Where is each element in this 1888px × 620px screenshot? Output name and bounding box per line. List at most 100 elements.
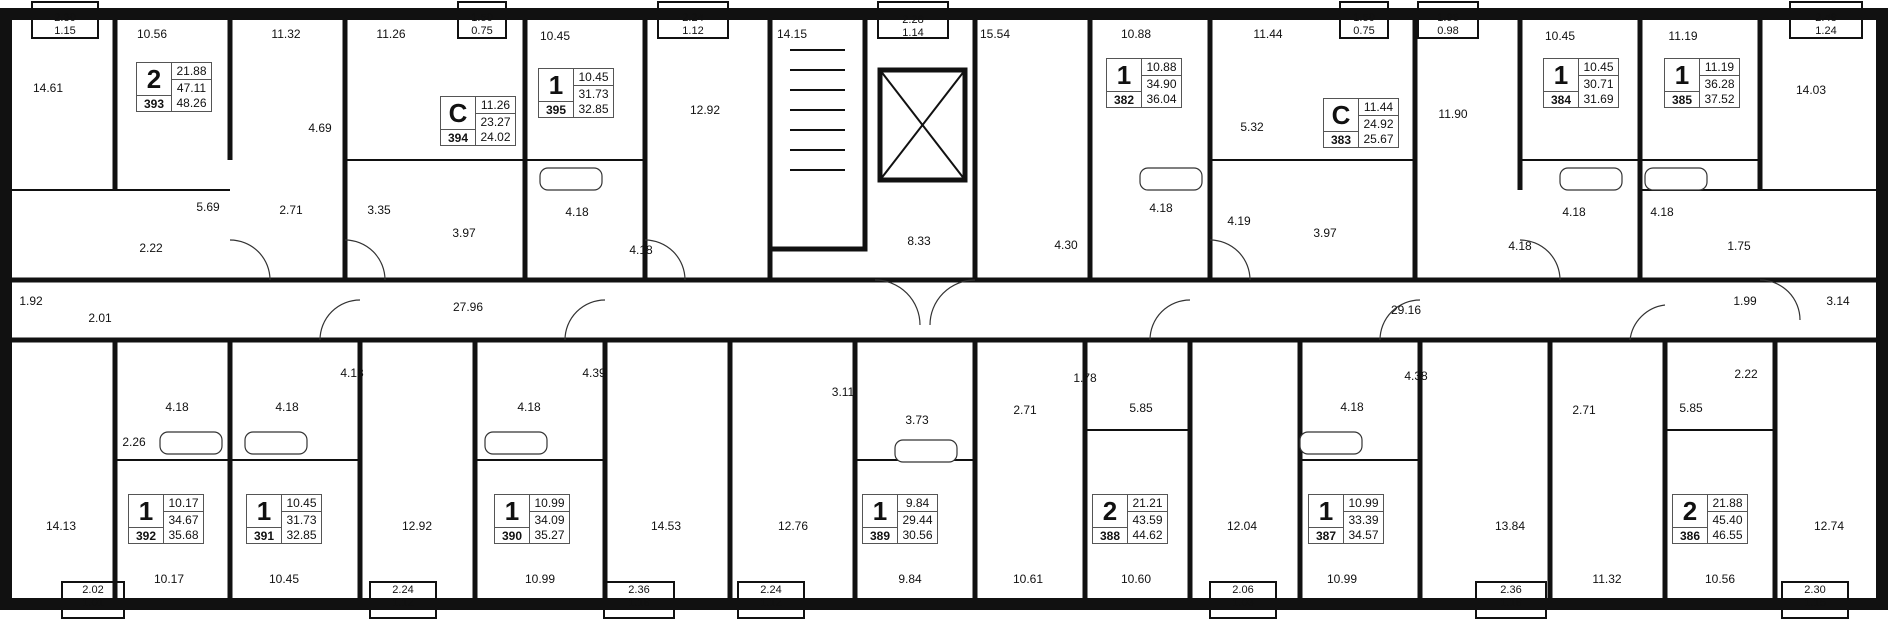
living-area: 11.44	[1358, 99, 1398, 115]
apartment-tag-386: 2 21.88 45.40 386 46.55	[1672, 494, 1748, 544]
room-area: 1.92	[19, 294, 43, 308]
room-area: 2.71	[1013, 403, 1037, 417]
apartment-number: 394	[441, 129, 475, 145]
room-count: 1	[872, 495, 888, 526]
top-partitions	[6, 14, 1882, 280]
room-area: 5.69	[196, 200, 220, 214]
total-area: 48.26	[171, 95, 211, 111]
room-area: 4.18	[629, 243, 653, 257]
room-area: 12.76	[777, 519, 809, 533]
room-area: 4.18	[1508, 239, 1532, 253]
room-area: 12.04	[1226, 519, 1258, 533]
room-area: 11.26	[376, 27, 406, 41]
room-area: 10.99	[1326, 572, 1358, 586]
room-area: 14.13	[45, 519, 77, 533]
apartment-number: 383	[1324, 131, 1358, 147]
room-area: 3.97	[452, 226, 476, 240]
room-area: 4.18	[1340, 400, 1364, 414]
net-area: 23.27	[475, 113, 515, 129]
apartment-number: 386	[1673, 527, 1707, 543]
room-count: 1	[256, 495, 272, 526]
room-area: 2.22	[1734, 367, 1758, 381]
bathtubs	[159, 167, 1708, 463]
apartment-tag-383: С 11.44 24.92 383 25.67	[1323, 98, 1399, 148]
room-area: 9.84	[898, 572, 922, 586]
apartment-number: 389	[863, 527, 897, 543]
balconies-outline	[31, 1, 1863, 619]
room-area: 14.15	[776, 27, 808, 41]
room-area: 3.73	[905, 413, 929, 427]
living-area: 10.99	[529, 495, 569, 511]
apartment-tag-382: 1 10.88 34.90 382 36.04	[1106, 58, 1182, 108]
apartment-number: 385	[1665, 91, 1699, 107]
exterior-wall	[0, 8, 1888, 610]
room-area: 4.18	[165, 400, 189, 414]
room-area: 2.01	[88, 311, 112, 325]
room-area: 10.17	[153, 572, 185, 586]
living-area: 11.19	[1699, 59, 1739, 75]
net-area: 34.09	[529, 511, 569, 527]
living-area: 10.45	[281, 495, 321, 511]
room-area: 1.75	[1727, 239, 1751, 253]
room-area: 11.44	[1253, 27, 1283, 41]
room-area: 10.88	[1120, 27, 1152, 41]
room-area: 14.61	[32, 81, 64, 95]
room-area: 11.19	[1668, 29, 1698, 43]
room-area: 4.18	[1149, 201, 1173, 215]
room-area: 11.32	[1592, 572, 1622, 586]
total-area: 34.57	[1343, 527, 1383, 543]
room-area: 8.33	[907, 234, 931, 248]
room-area: 4.18	[275, 400, 299, 414]
room-count: 1	[548, 69, 564, 100]
living-area: 10.99	[1343, 495, 1383, 511]
apartment-tag-388: 2 21.21 43.59 388 44.62	[1092, 494, 1168, 544]
room-area: 14.53	[650, 519, 682, 533]
room-area: 12.92	[401, 519, 433, 533]
room-count: С	[1331, 99, 1351, 130]
room-area: 4.18	[517, 400, 541, 414]
total-area: 35.27	[529, 527, 569, 543]
total-area: 46.55	[1707, 527, 1747, 543]
room-area: 10.99	[524, 572, 556, 586]
room-area: 5.32	[1240, 120, 1264, 134]
room-count: 2	[146, 63, 162, 94]
net-area: 30.71	[1578, 75, 1618, 91]
total-area: 24.02	[475, 129, 515, 145]
room-area: 12.74	[1813, 519, 1845, 533]
apartment-tag-390: 1 10.99 34.09 390 35.27	[494, 494, 570, 544]
room-area: 1.78	[1073, 371, 1097, 385]
net-area: 31.73	[573, 85, 613, 101]
apartment-number: 382	[1107, 91, 1141, 107]
room-area: 2.71	[1572, 403, 1596, 417]
room-count: 1	[1318, 495, 1334, 526]
room-area: 13.84	[1494, 519, 1526, 533]
room-count: 1	[1116, 59, 1132, 90]
apartment-number: 393	[137, 95, 171, 111]
room-area: 10.56	[136, 27, 168, 41]
net-area: 36.28	[1699, 75, 1739, 91]
room-count: 2	[1102, 495, 1118, 526]
room-area: 11.90	[1438, 107, 1468, 121]
apartment-number: 390	[495, 527, 529, 543]
net-area: 34.67	[163, 511, 203, 527]
room-count: 1	[1674, 59, 1690, 90]
room-area: 3.14	[1826, 294, 1850, 308]
room-area: 5.85	[1129, 401, 1153, 415]
total-area: 32.85	[281, 527, 321, 543]
living-area: 21.21	[1127, 495, 1167, 511]
room-area: 3.35	[367, 203, 391, 217]
room-area: 2.26	[122, 435, 146, 449]
net-area: 29.44	[897, 511, 937, 527]
bottom-partitions	[112, 340, 1778, 604]
